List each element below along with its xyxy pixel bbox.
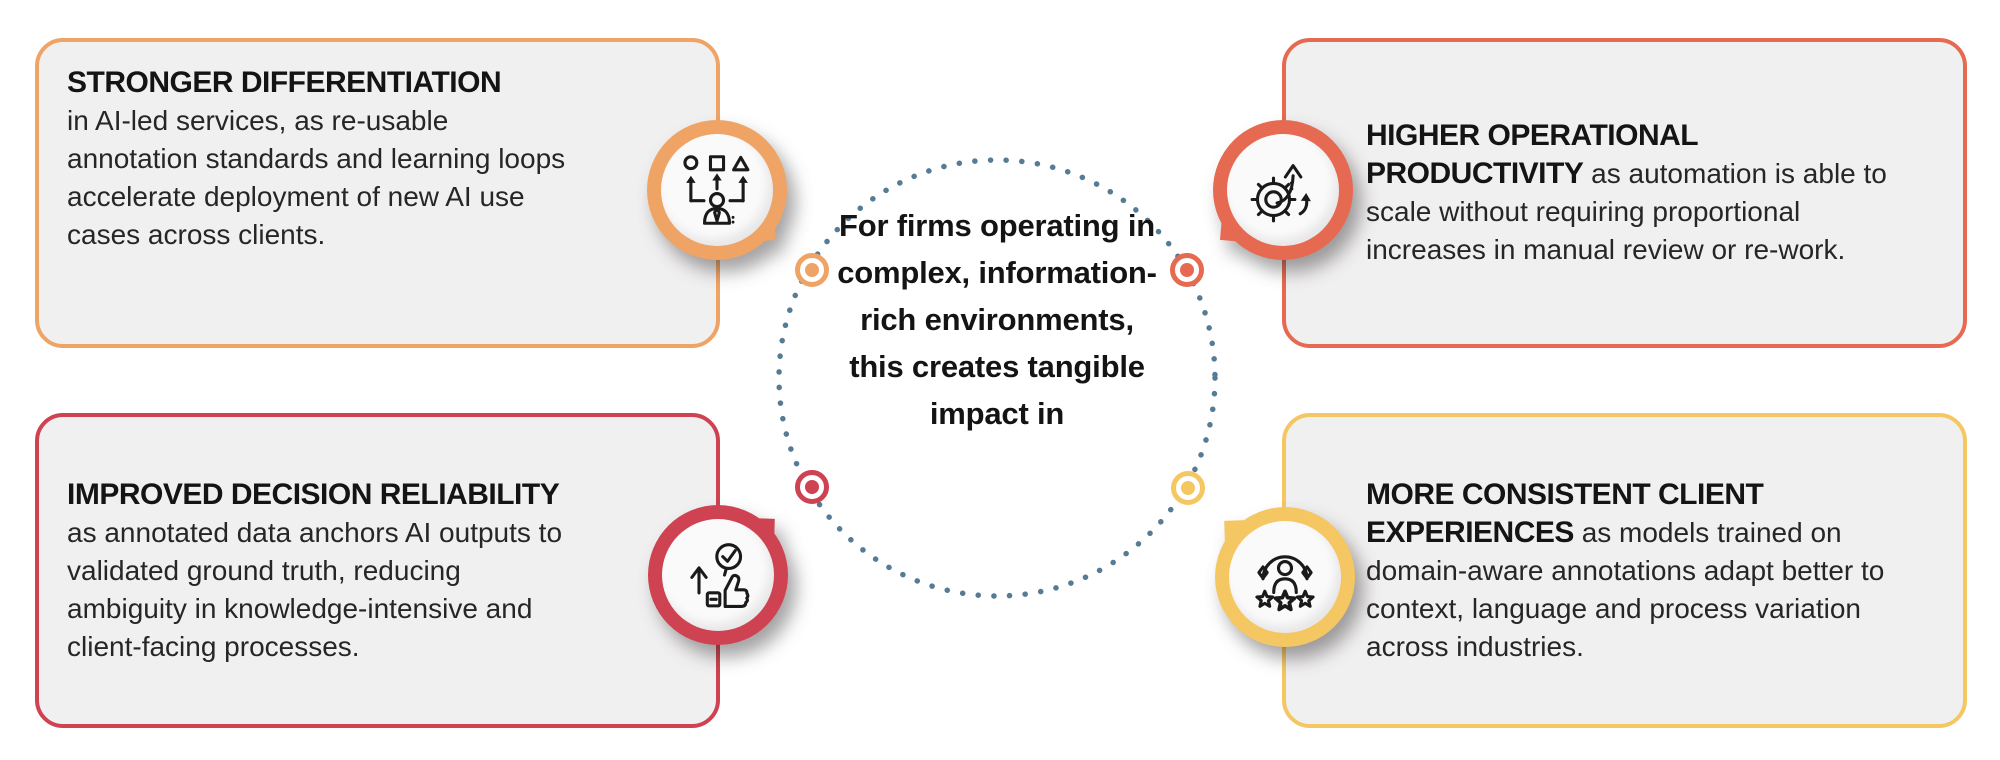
reliability-thumbs-up-icon [690, 543, 750, 609]
badge-face [661, 134, 773, 246]
productivity-gear-icon [1250, 164, 1311, 223]
card-stronger-differentiation: STRONGER DIFFERENTIATION in AI-led servic… [35, 38, 720, 348]
card-body: as annotated data anchors AI outputs to … [67, 516, 563, 662]
differentiation-icon [683, 155, 750, 225]
card-title: STRONGER DIFFERENTIATION [67, 66, 502, 99]
center-statement: For firms operating in complex, informat… [837, 208, 1157, 431]
card-higher-operational-productivity: HIGHER OPERATIONAL PRODUCTIVITY as autom… [1282, 38, 1967, 348]
connector-dot-client-experience [1171, 471, 1205, 505]
badge-face [1227, 134, 1339, 246]
badge-face [662, 519, 774, 631]
dotted-circle-outline [776, 157, 1218, 599]
connector-dot-reliability [795, 470, 829, 504]
client-experience-icon [1255, 555, 1315, 612]
badge-differentiation [647, 120, 787, 260]
badge-reliability [648, 505, 788, 645]
card-body: in AI-led services, as re-usable annotat… [67, 105, 566, 250]
card-title: IMPROVED DECISION RELIABILITY [67, 477, 560, 511]
card-body: as automation is able to scale without r… [1366, 158, 1887, 265]
card-text: MORE CONSISTENT CLIENT EXPERIENCES as mo… [1286, 476, 1963, 666]
badge-face [1229, 521, 1341, 633]
card-body: as models trained on domain-aware annota… [1366, 516, 1885, 662]
card-more-consistent-client-experiences: MORE CONSISTENT CLIENT EXPERIENCES as mo… [1282, 413, 1967, 728]
badge-productivity [1213, 120, 1353, 260]
card-text: HIGHER OPERATIONAL PRODUCTIVITY as autom… [1286, 117, 1963, 269]
connector-dot-productivity [1170, 253, 1204, 287]
card-title: MORE CONSISTENT CLIENT EXPERIENCES [1366, 477, 1764, 549]
card-improved-decision-reliability: IMPROVED DECISION RELIABILITY as annotat… [35, 413, 720, 728]
card-title: HIGHER OPERATIONAL PRODUCTIVITY [1366, 119, 1698, 190]
badge-client-experience [1215, 507, 1355, 647]
dotted-circle [776, 157, 1218, 599]
card-text: IMPROVED DECISION RELIABILITY as annotat… [39, 476, 716, 666]
card-text: STRONGER DIFFERENTIATION in AI-led servic… [39, 64, 716, 254]
connector-dot-differentiation [795, 253, 829, 287]
